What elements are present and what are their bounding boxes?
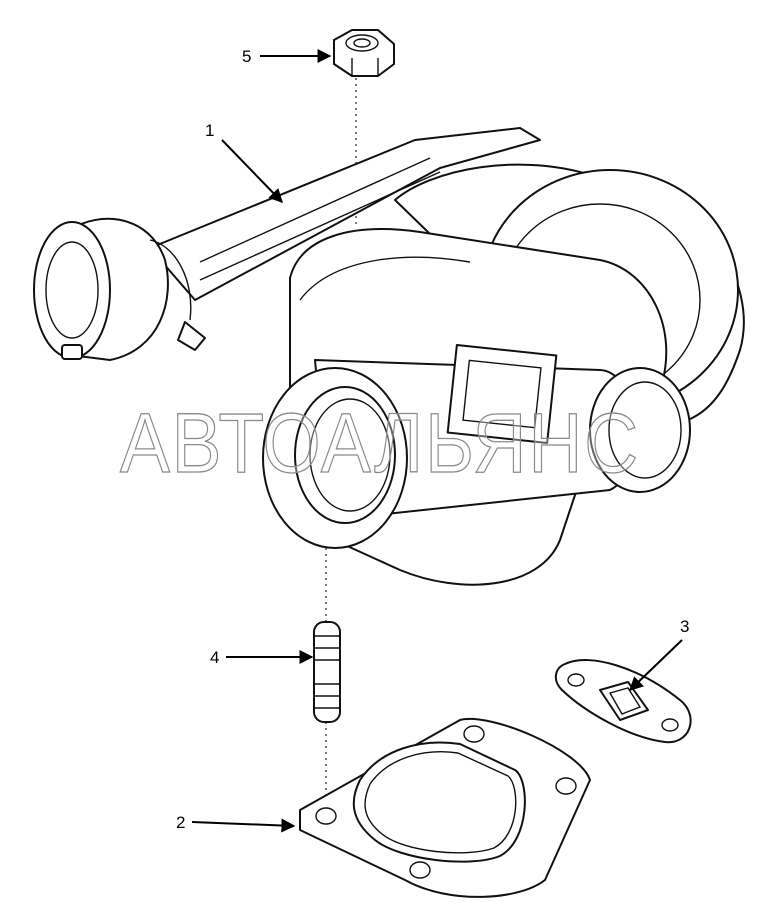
callout-4: 4 bbox=[210, 648, 219, 667]
leader-arrow-2 bbox=[191, 818, 296, 833]
nameplate bbox=[446, 344, 558, 444]
leader-arrow-1 bbox=[221, 139, 283, 204]
threaded-stud bbox=[313, 621, 341, 723]
leader-arrow-3 bbox=[628, 639, 683, 691]
compressor-inlet bbox=[589, 367, 691, 493]
small-gasket bbox=[554, 659, 692, 744]
callout-1: 1 bbox=[205, 121, 214, 140]
gasket-port bbox=[352, 741, 526, 863]
turbocharger bbox=[33, 127, 745, 586]
watermark: АВТОАЛЬЯНС bbox=[120, 396, 640, 490]
callout-5: 5 bbox=[242, 47, 251, 66]
hex-nut bbox=[333, 29, 395, 77]
stud bbox=[313, 621, 341, 723]
callout-2: 2 bbox=[176, 813, 185, 832]
large-gasket bbox=[299, 717, 591, 898]
callout-3: 3 bbox=[680, 617, 689, 636]
nut bbox=[333, 29, 395, 77]
